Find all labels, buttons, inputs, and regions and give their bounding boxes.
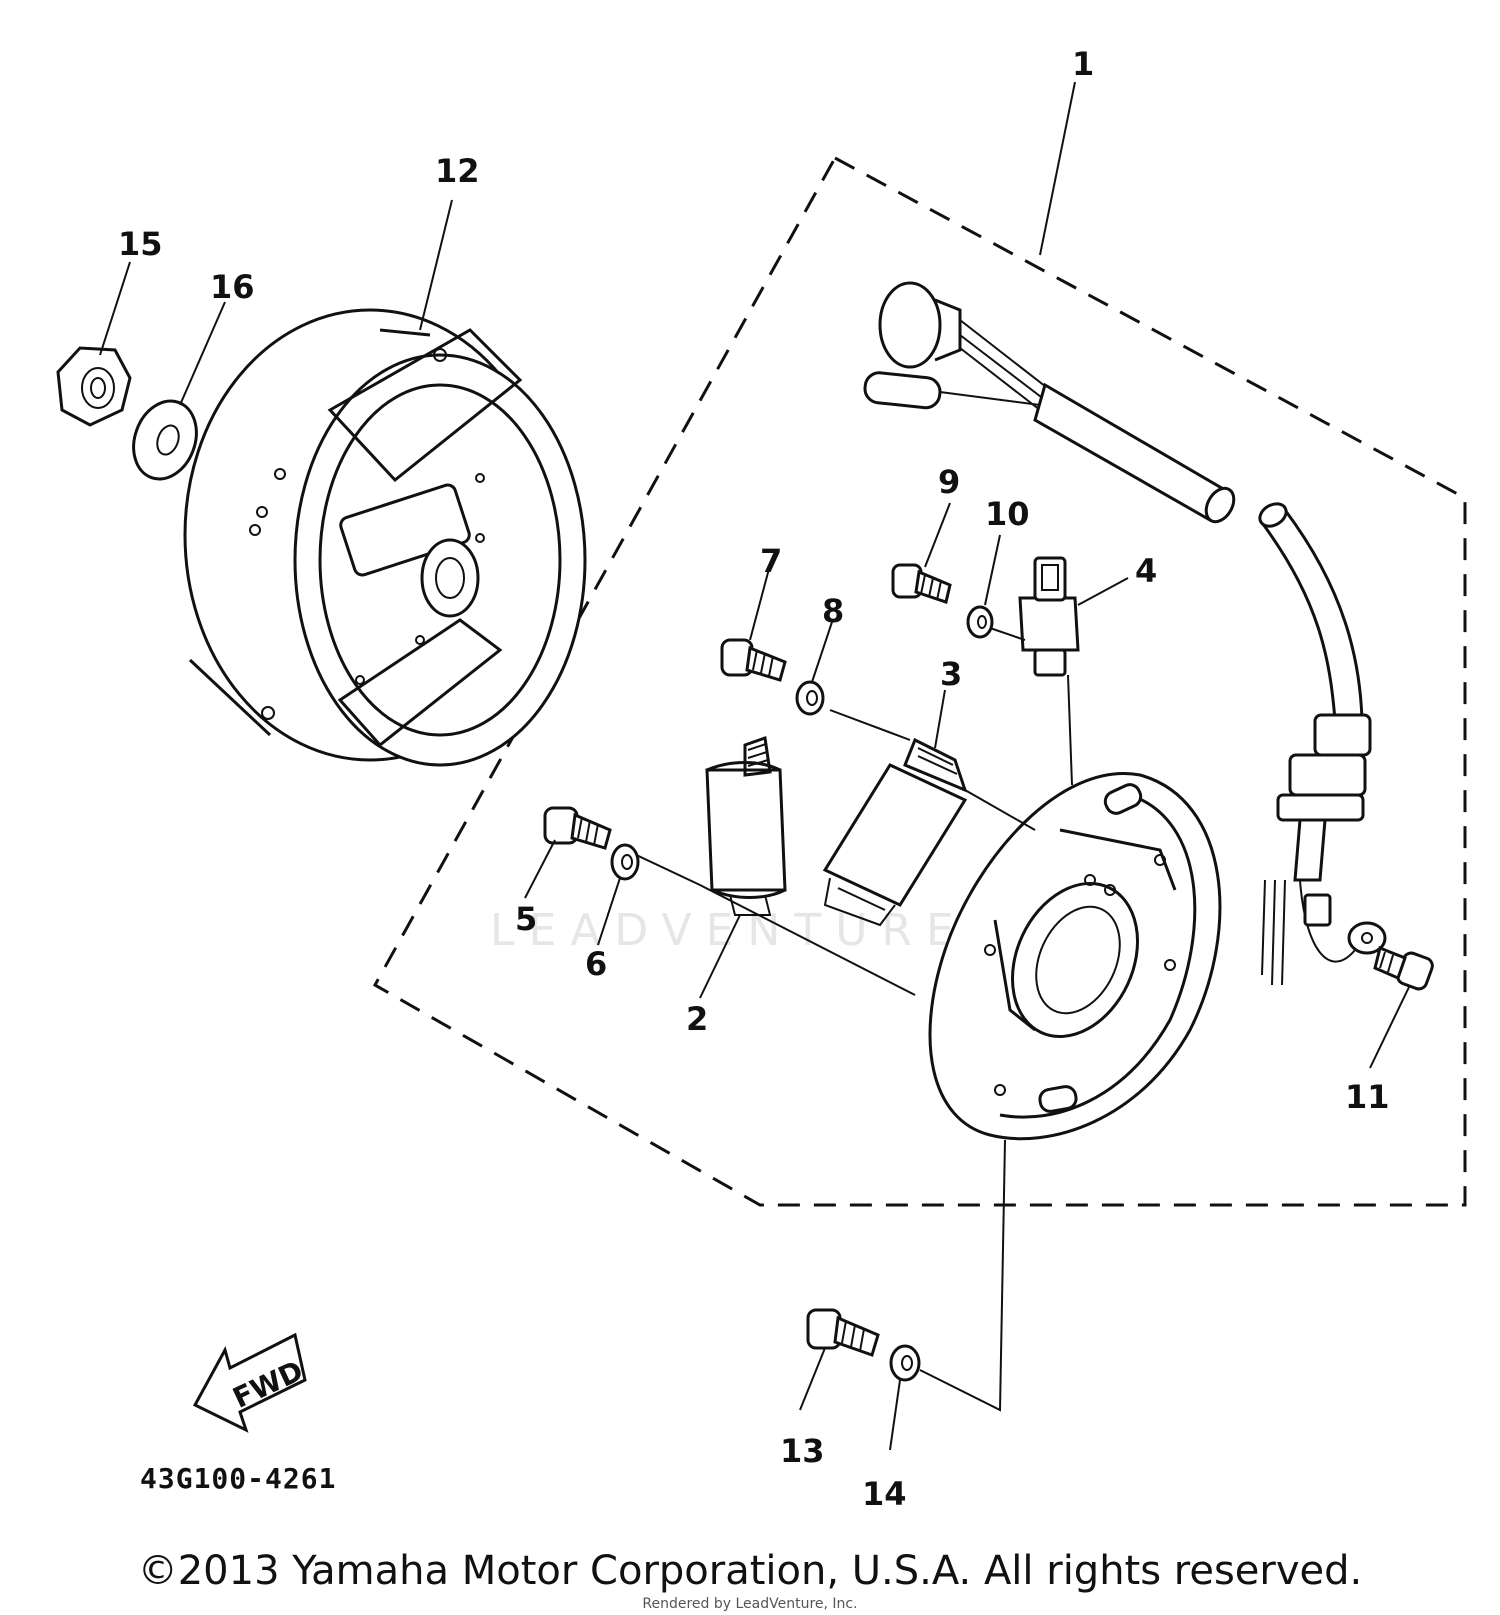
sensor-4-drawing bbox=[1018, 556, 1080, 677]
leader-4b bbox=[1067, 674, 1073, 786]
leader-1 bbox=[1039, 81, 1076, 256]
part-label-3: 3 bbox=[940, 655, 962, 693]
washer-10-drawing bbox=[966, 605, 994, 639]
nut-drawing bbox=[56, 346, 132, 427]
flywheel-rotor-drawing bbox=[183, 308, 587, 767]
part-label-10: 10 bbox=[985, 495, 1030, 533]
part-label-12: 12 bbox=[435, 152, 480, 190]
leader-3b bbox=[829, 709, 911, 741]
part-label-5: 5 bbox=[515, 900, 537, 938]
screw-13-drawing bbox=[806, 1308, 880, 1357]
leader-13 bbox=[799, 1347, 826, 1411]
leader-5 bbox=[524, 839, 556, 899]
copyright-notice: ©2013 Yamaha Motor Corporation, U.S.A. A… bbox=[137, 1548, 1363, 1594]
part-label-8: 8 bbox=[822, 592, 844, 630]
washer-8-drawing bbox=[795, 680, 825, 716]
watermark-text: LEADVENTURE bbox=[490, 905, 968, 956]
leader-12 bbox=[419, 199, 453, 331]
leader-16 bbox=[179, 301, 226, 406]
screw-11-drawing bbox=[1373, 945, 1434, 991]
assembly-boundary bbox=[372, 155, 1467, 1207]
rendered-by-notice: Rendered by LeadVenture, Inc. bbox=[642, 1596, 858, 1612]
part-label-6: 6 bbox=[585, 945, 607, 983]
part-label-13: 13 bbox=[780, 1432, 825, 1470]
part-label-14: 14 bbox=[862, 1475, 907, 1513]
drawing-code: 43G100-4261 bbox=[140, 1462, 336, 1495]
leader-14 bbox=[889, 1379, 901, 1451]
screw-7-drawing bbox=[720, 638, 787, 682]
wire-harness-drawing bbox=[863, 281, 1387, 986]
leader-15 bbox=[99, 261, 131, 356]
leader-2 bbox=[699, 914, 741, 999]
part-label-15: 15 bbox=[118, 225, 163, 263]
leader-8 bbox=[811, 621, 833, 683]
leader-3c bbox=[964, 789, 1036, 831]
part-label-1: 1 bbox=[1072, 45, 1094, 83]
leader-14b bbox=[919, 1139, 1006, 1412]
fwd-arrow: FWD bbox=[192, 1332, 308, 1433]
leader-4 bbox=[1077, 577, 1129, 606]
leader-7 bbox=[749, 564, 771, 641]
leader-2b bbox=[629, 851, 916, 996]
leader-10 bbox=[984, 534, 1001, 606]
stator-plate-drawing bbox=[928, 772, 1222, 1141]
coil-2-drawing bbox=[705, 735, 787, 916]
leader-3 bbox=[934, 689, 946, 749]
washer-16-drawing bbox=[132, 399, 198, 481]
part-label-9: 9 bbox=[938, 463, 960, 501]
leader-11 bbox=[1369, 984, 1411, 1069]
part-label-4: 4 bbox=[1135, 552, 1157, 590]
screw-5-drawing bbox=[543, 806, 612, 850]
coil-3-drawing bbox=[822, 737, 968, 927]
leader-6 bbox=[597, 877, 621, 946]
washer-6-drawing bbox=[610, 843, 640, 881]
leader-9 bbox=[924, 502, 951, 568]
washer-14-drawing bbox=[889, 1344, 921, 1382]
part-label-16: 16 bbox=[210, 268, 255, 306]
part-label-7: 7 bbox=[760, 542, 782, 580]
screw-9-drawing bbox=[891, 563, 952, 604]
part-label-11: 11 bbox=[1345, 1078, 1390, 1116]
leader-4c bbox=[989, 627, 1026, 641]
part-label-2: 2 bbox=[686, 1000, 708, 1038]
